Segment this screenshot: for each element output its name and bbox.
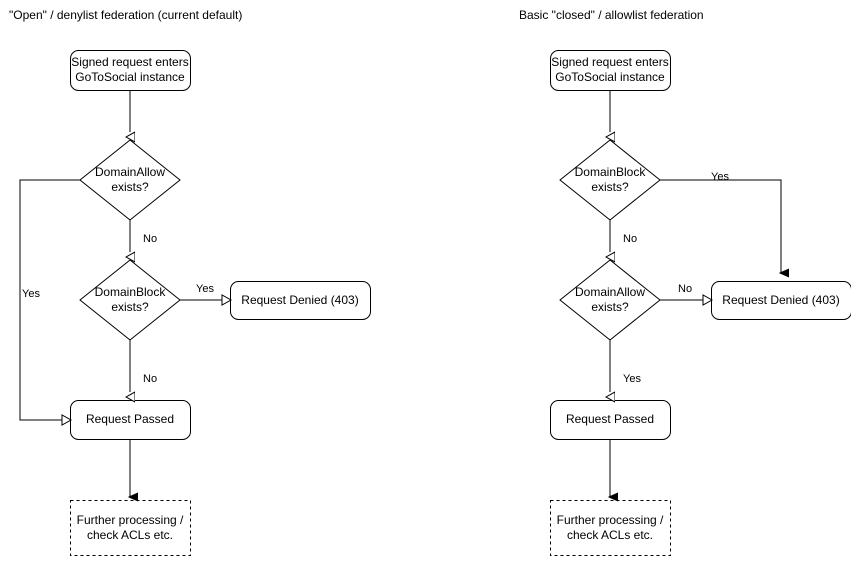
left-decision-domainblock	[79, 259, 181, 341]
left-edge-label-block-no: No	[143, 373, 158, 385]
right-decision-domainblock	[559, 139, 661, 221]
left-denied-box	[230, 281, 371, 320]
right-edge-label-block-yes: Yes	[711, 171, 729, 183]
left-start-box	[70, 50, 191, 91]
left-decision-domainallow	[79, 139, 181, 221]
right-panel-shapes	[550, 50, 851, 556]
right-edge-block-yes-to-denied	[660, 179, 781, 273]
right-start-box	[550, 50, 671, 91]
right-edge-label-allow-yes: Yes	[623, 373, 641, 385]
left-panel-edges	[19, 90, 233, 497]
right-panel-edges	[610, 90, 781, 497]
left-passed-box	[70, 400, 191, 440]
left-edge-allow-yes-to-passed	[19, 179, 80, 426]
right-further-box	[550, 500, 671, 556]
right-passed-box	[550, 400, 671, 440]
right-panel-title: Basic "closed" / allowlist federation	[519, 8, 704, 22]
right-edge-label-allow-no: No	[678, 283, 693, 295]
left-panel-shapes	[70, 50, 371, 556]
right-edge-label-block-no: No	[623, 233, 638, 245]
left-further-box	[70, 500, 191, 556]
left-edge-label-block-yes: Yes	[196, 283, 214, 295]
right-decision-domainallow	[559, 259, 661, 341]
right-denied-box	[711, 281, 851, 320]
left-edge-label-allow-yes: Yes	[22, 288, 40, 300]
left-panel-title: "Open" / denylist federation (current de…	[9, 8, 243, 22]
left-edge-label-allow-no: No	[143, 233, 158, 245]
